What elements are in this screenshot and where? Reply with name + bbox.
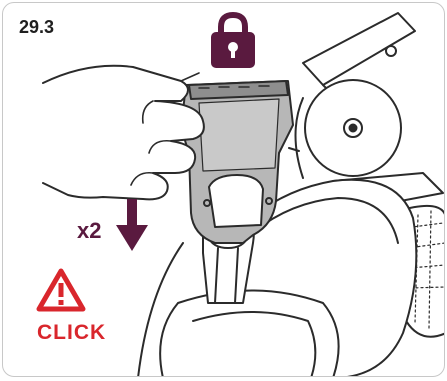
frame-bar (303, 13, 415, 85)
instruction-panel: 29.3 x2 CLICK (2, 2, 445, 377)
click-label: CLICK (37, 321, 106, 345)
frame-bolt (386, 46, 396, 56)
warning-triangle-icon (39, 271, 83, 309)
hand (43, 66, 204, 200)
arrow-down-icon (116, 199, 148, 251)
step-number: 29.3 (19, 17, 54, 38)
lock-icon (211, 15, 255, 68)
repeat-count: x2 (77, 218, 101, 244)
